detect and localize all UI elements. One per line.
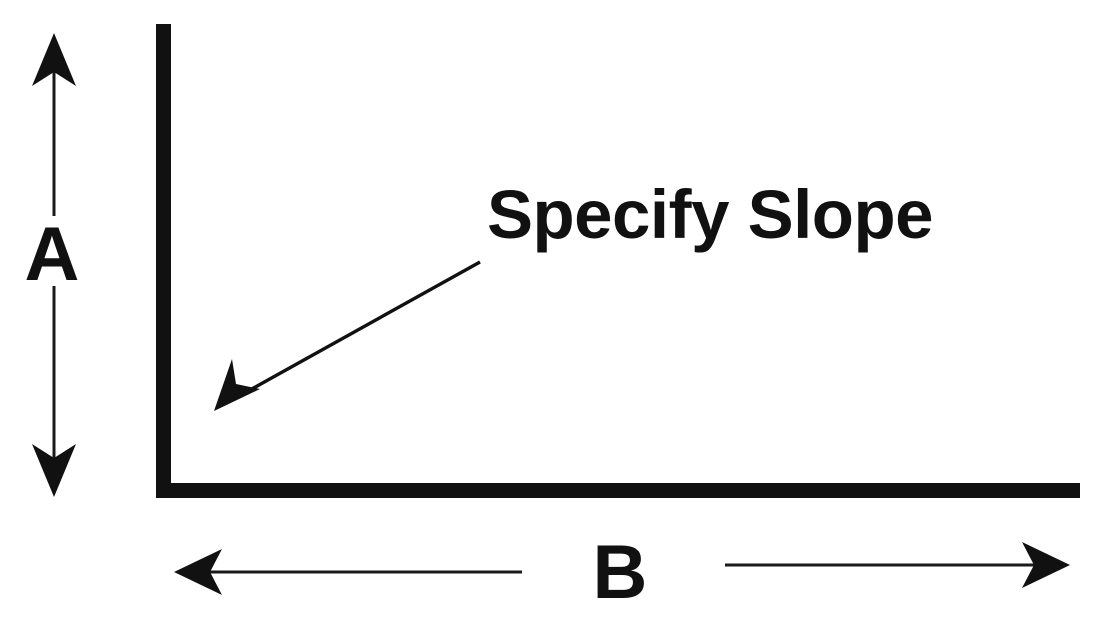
horizontal-axis <box>156 483 1080 498</box>
dimension-label-b: B <box>593 530 648 615</box>
axis-group <box>156 24 1080 498</box>
arrowhead-up-icon <box>32 33 76 86</box>
arrowhead-right-icon <box>1022 542 1070 588</box>
vertical-axis <box>156 24 171 497</box>
dimension-label-a: A <box>25 212 80 297</box>
arrowhead-down-icon <box>32 444 76 497</box>
horizontal-dimension-arrow: B <box>174 530 1070 615</box>
label-a-mask <box>22 216 86 286</box>
callout-leader-line <box>231 260 481 402</box>
callout-label: Specify Slope <box>487 176 933 253</box>
vertical-dimension-arrow: A <box>22 33 86 497</box>
slope-callout-group: Specify Slope <box>214 176 933 411</box>
arrowhead-callout-icon <box>214 359 260 411</box>
arrowhead-left-icon <box>174 549 222 595</box>
